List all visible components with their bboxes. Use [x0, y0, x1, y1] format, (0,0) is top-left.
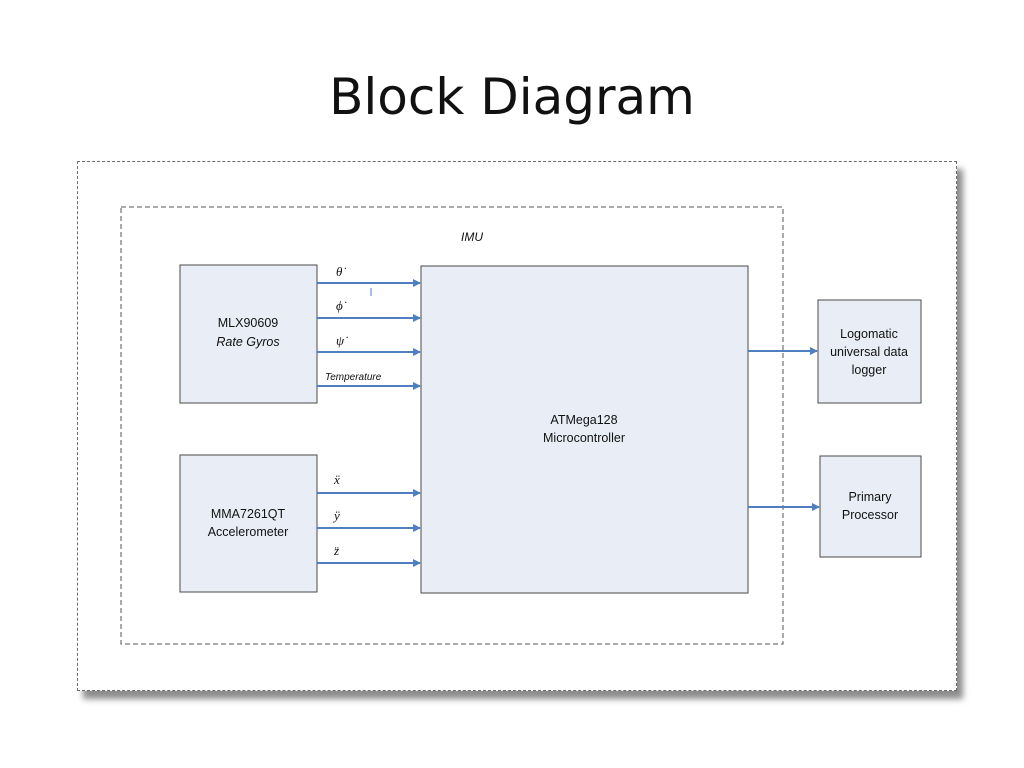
accel-description: Accelerometer: [208, 525, 289, 539]
mcu-part-number: ATMega128: [550, 413, 617, 427]
accelerometer-block: MMA7261QT Accelerometer: [179, 454, 318, 593]
primary-line-1: Primary: [848, 490, 892, 504]
imu-boundary: [120, 206, 784, 645]
gyro-description: Rate Gyros: [216, 335, 279, 349]
mcu-description: Microcontroller: [543, 431, 625, 445]
temperature-label: Temperature: [325, 372, 382, 383]
gyro-block: MLX90609 Rate Gyros: [179, 264, 318, 404]
logger-line-2: universal data: [830, 345, 908, 359]
gyro-part-number: MLX90609: [218, 316, 279, 330]
accel-part-number: MMA7261QT: [211, 507, 286, 521]
logger-line-3: logger: [852, 363, 887, 377]
logger-block: Logomatic universal data logger: [817, 299, 922, 404]
x-ddot-label: ẍ: [333, 472, 340, 487]
z-ddot-label: z̈: [333, 543, 339, 558]
psi-dot-label: ψ̇: [336, 333, 348, 348]
slide-title: Block Diagram: [329, 68, 695, 126]
imu-label: IMU: [461, 230, 483, 244]
primary-processor-block: Primary Processor: [819, 455, 922, 558]
y-ddot-label: ÿ: [332, 508, 340, 523]
phi-dot-label: ϕ̇: [336, 298, 347, 313]
logger-line-1: Logomatic: [840, 327, 898, 341]
theta-dot-label: θ̇: [336, 264, 346, 279]
primary-line-2: Processor: [842, 508, 898, 522]
microcontroller-block: ATMega128 Microcontroller: [420, 265, 749, 594]
